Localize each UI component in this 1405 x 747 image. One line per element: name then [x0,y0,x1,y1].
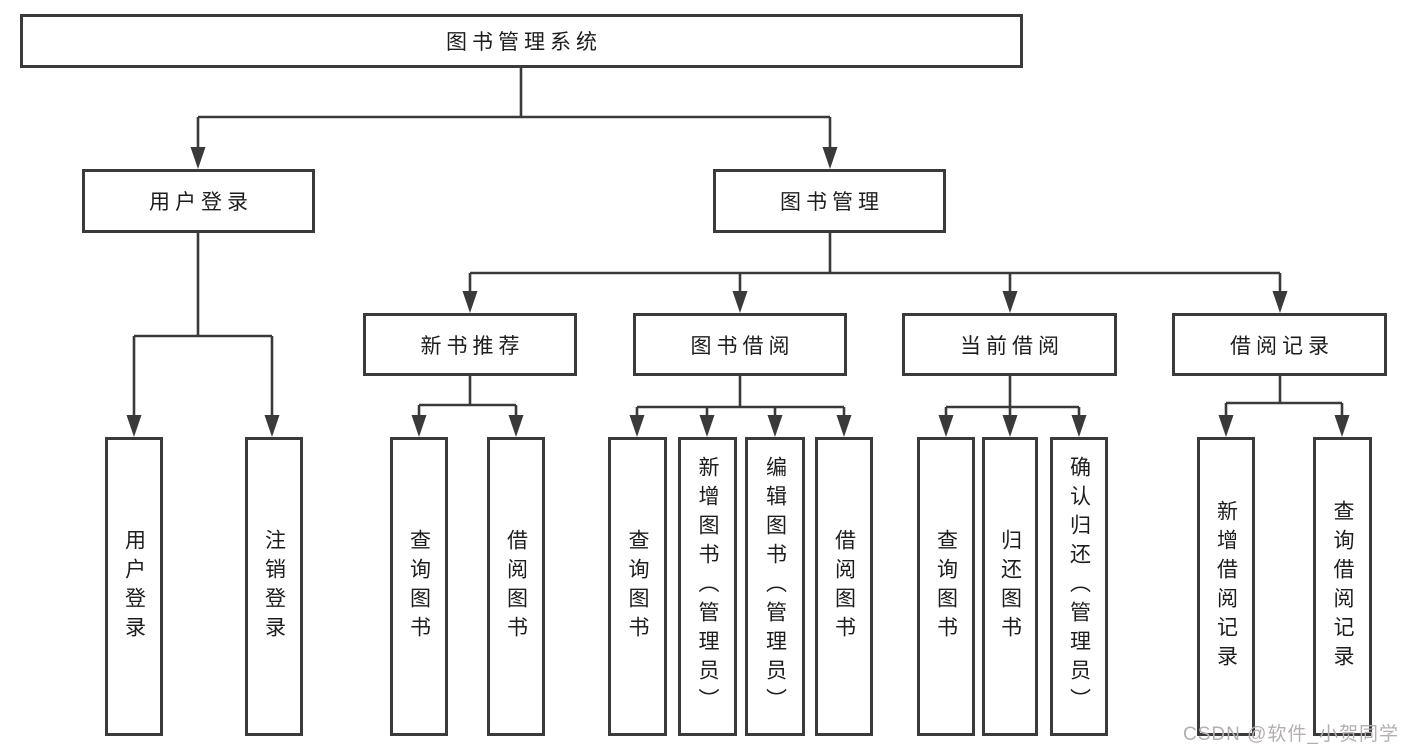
leaf-label: 借阅图书 [504,528,528,645]
node-user-login: 用户登录 [82,169,315,233]
leaf-borrow-books-borrowing: 借阅图书 [815,437,873,736]
leaf-return-books: 归还图书 [982,437,1038,736]
leaf-logout: 注销登录 [245,437,303,736]
node-book-borrowing: 图书借阅 [633,313,847,376]
leaf-add-books-admin: 新增图书（管理员） [678,437,737,736]
csdn-watermark: CSDN @软件_小贺同学 [1183,724,1399,745]
leaf-label: 查询图书 [934,528,958,645]
node-borrowing-records: 借阅记录 [1172,313,1387,376]
leaf-query-books-borrowing: 查询图书 [608,437,667,736]
leaf-label: 用户登录 [122,528,146,645]
node-root-system: 图书管理系统 [20,14,1023,68]
leaf-label: 查询图书 [407,528,431,645]
leaf-query-books-recommendation: 查询图书 [390,437,448,736]
leaf-label: 确认归还（管理员） [1067,456,1091,717]
leaf-add-borrow-record: 新增借阅记录 [1197,437,1255,736]
leaf-label: 新增图书（管理员） [696,456,719,717]
leaf-label: 注销登录 [262,528,286,645]
node-book-management: 图书管理 [713,169,946,233]
node-new-book-recommendation: 新书推荐 [363,313,577,376]
leaf-query-borrow-record: 查询借阅记录 [1313,437,1372,736]
leaf-label: 编辑图书（管理员） [763,456,787,717]
leaf-label: 查询借阅记录 [1331,499,1354,674]
leaf-confirm-return-admin: 确认归还（管理员） [1050,437,1108,736]
leaf-edit-books-admin: 编辑图书（管理员） [745,437,805,736]
leaf-user-login: 用户登录 [105,437,163,736]
arrowheads [126,147,1350,437]
leaf-label: 新增借阅记录 [1214,499,1238,674]
leaf-borrow-books-recommendation: 借阅图书 [487,437,545,736]
leaf-label: 借阅图书 [832,528,856,645]
leaf-label: 查询图书 [626,528,649,645]
leaf-label: 归还图书 [998,528,1022,645]
leaf-query-books-current: 查询图书 [917,437,975,736]
node-current-borrowing: 当前借阅 [902,313,1117,376]
